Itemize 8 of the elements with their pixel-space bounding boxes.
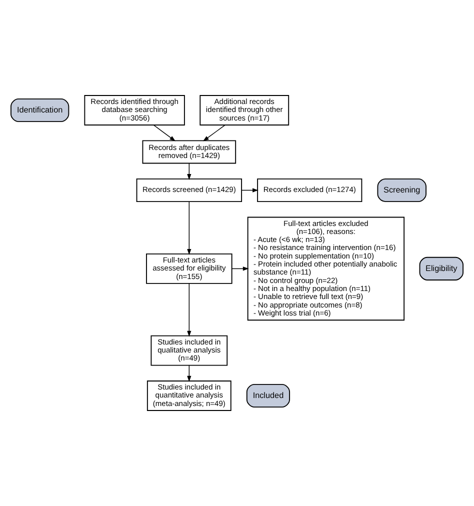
arrow <box>202 124 226 142</box>
arrow <box>187 201 192 255</box>
arrow <box>187 364 192 382</box>
arrow <box>241 188 258 192</box>
arrow <box>187 162 192 180</box>
arrow <box>232 266 249 271</box>
arrow <box>187 283 192 337</box>
arrow <box>153 124 176 142</box>
